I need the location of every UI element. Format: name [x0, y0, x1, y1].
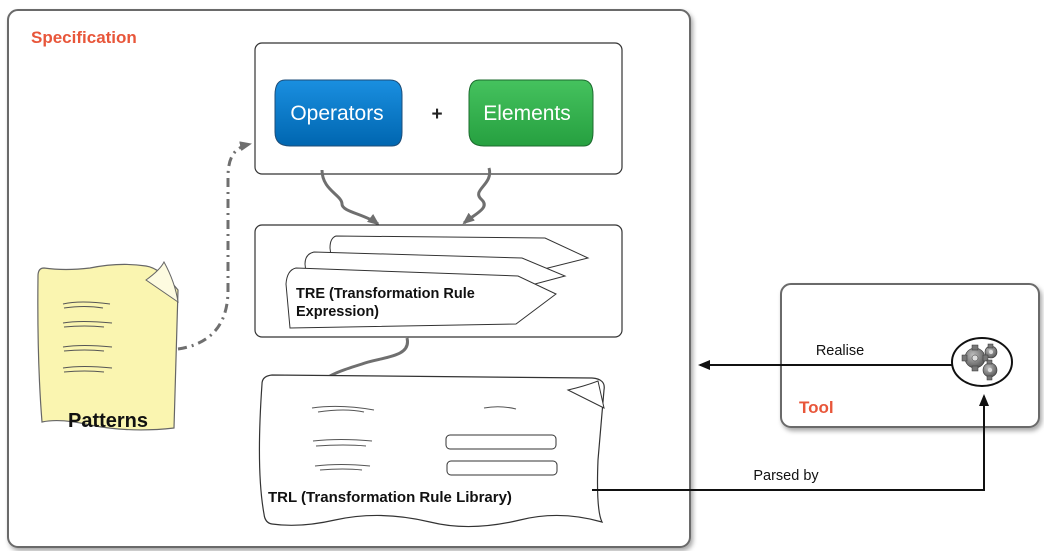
specification-label: Specification [31, 28, 137, 47]
trl-document [258, 374, 605, 528]
patterns-to-components-arrow [177, 141, 252, 351]
realise-label: Realise [816, 343, 864, 359]
elements-label: Elements [483, 102, 571, 125]
tre-label-line2: Expression) [296, 304, 379, 320]
parsed-by-label: Parsed by [753, 468, 819, 484]
operators-block [274, 79, 403, 147]
gears-icon [951, 337, 1013, 387]
parsed-by-arrow [592, 394, 989, 491]
patterns-document [37, 260, 179, 431]
tool-label: Tool [799, 398, 834, 417]
elements-block [468, 79, 594, 147]
patterns-label: Patterns [68, 410, 148, 432]
tre-document-stack [285, 235, 590, 329]
operators-label: Operators [290, 102, 383, 125]
operators-to-tre-arrow [320, 169, 380, 226]
tool-box [780, 283, 1040, 428]
trl-label: TRL (Transformation Rule Library) [268, 489, 512, 506]
tre-label-line1: TRE (Transformation Rule [296, 286, 475, 302]
plus-sign: + [431, 104, 442, 125]
elements-to-tre-arrow [462, 167, 492, 225]
